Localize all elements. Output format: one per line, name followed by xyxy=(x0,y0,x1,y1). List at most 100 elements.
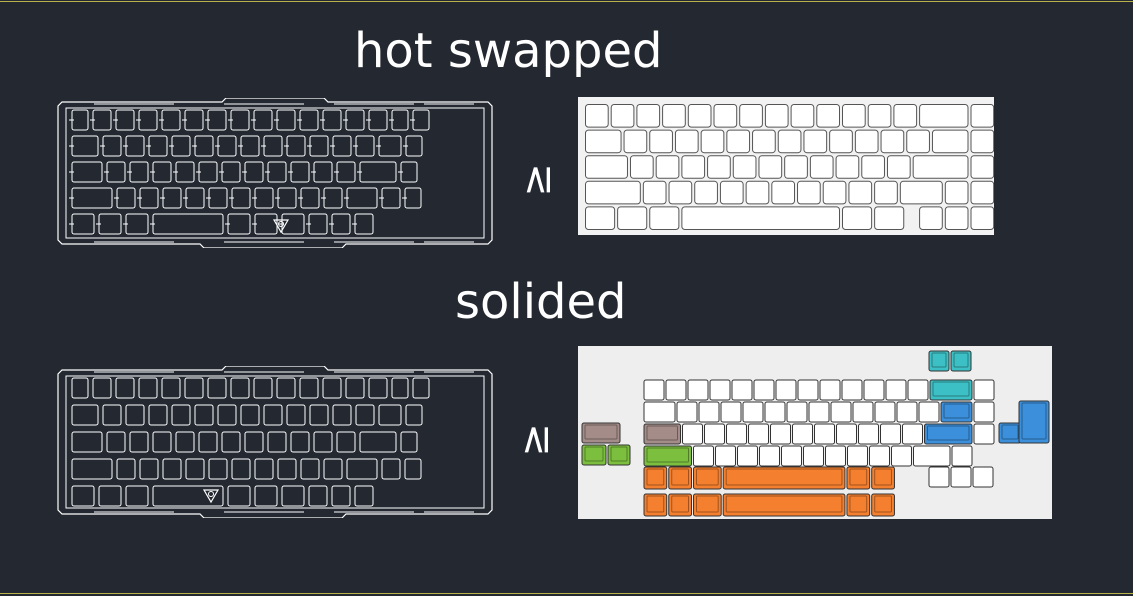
keycap xyxy=(896,401,918,423)
keycap xyxy=(880,423,901,445)
plate-key-cutout xyxy=(71,377,89,399)
plate-key-cutout xyxy=(267,161,287,183)
plate-outer-edge xyxy=(57,366,493,518)
plate-key-cutout xyxy=(102,135,122,157)
keycap-top xyxy=(646,495,665,513)
keycap-orange xyxy=(846,466,871,490)
keycap xyxy=(781,445,802,467)
keycap xyxy=(707,155,731,179)
keycap-top xyxy=(953,352,969,368)
plate-key-cutout xyxy=(221,431,241,453)
plate-key-cutout xyxy=(231,458,251,480)
keycap xyxy=(726,129,751,154)
plate-key-cutout xyxy=(276,377,296,399)
plate-key-cutout xyxy=(405,135,423,157)
plate-key-cutout xyxy=(71,404,99,426)
geq-symbol-top: ≥ xyxy=(513,163,560,197)
keycap xyxy=(902,423,923,445)
plate-key-cutout xyxy=(125,404,145,426)
keycap-top xyxy=(1021,402,1047,440)
keycap xyxy=(848,180,873,205)
keycap xyxy=(698,401,720,423)
keycap xyxy=(748,423,769,445)
plate-key-cutout xyxy=(198,161,218,183)
keycap xyxy=(874,206,905,231)
plate-key-cutout xyxy=(125,135,145,157)
keycap xyxy=(858,423,879,445)
plate-key-cutout xyxy=(152,161,172,183)
keycap xyxy=(700,129,725,154)
keycap xyxy=(770,423,791,445)
keycap xyxy=(816,104,841,128)
plate-key-cutout xyxy=(71,458,113,480)
keycap-top xyxy=(584,446,604,462)
keycap xyxy=(585,129,622,154)
keycap xyxy=(726,423,747,445)
plate-key-cutout xyxy=(253,377,273,399)
keycap xyxy=(842,206,873,231)
plate-key-cutout xyxy=(92,109,112,131)
keycap xyxy=(585,104,609,128)
plate-key-cutout xyxy=(171,135,191,157)
keycap xyxy=(797,180,821,205)
keycap xyxy=(886,155,911,179)
keycap xyxy=(752,129,776,154)
keycap-orange xyxy=(871,466,895,490)
keycap-orange xyxy=(643,466,668,490)
plate-key-cutout xyxy=(331,485,351,507)
plate-key-cutout xyxy=(217,135,237,157)
keycap xyxy=(719,180,744,205)
plate-key-cutout xyxy=(125,213,149,235)
plate-key-cutout xyxy=(230,109,250,131)
keycap-teal xyxy=(928,350,950,372)
plate-key-cutout xyxy=(404,187,422,209)
plate-key-cutout xyxy=(345,377,365,399)
keycap xyxy=(655,155,680,179)
keycap xyxy=(852,401,874,423)
plate-key-cutout xyxy=(139,458,159,480)
keycap-accent xyxy=(973,401,995,423)
geq-symbol-bottom: ≥ xyxy=(511,423,558,457)
keycap xyxy=(919,104,969,128)
plate-key-cutout xyxy=(346,458,378,480)
keycap xyxy=(629,155,654,179)
plate-key-cutout xyxy=(290,431,310,453)
keycap-top xyxy=(671,495,689,513)
keycap xyxy=(649,206,680,231)
hot-swap-keyboard-layout xyxy=(578,97,994,235)
keycap xyxy=(753,379,775,401)
plate-key-cutout xyxy=(309,135,329,157)
plate-key-cutout xyxy=(230,377,250,399)
keycap xyxy=(643,401,676,423)
plate-key-cutout xyxy=(139,187,159,209)
plate-key-cutout xyxy=(71,135,99,157)
keycap xyxy=(709,379,731,401)
keycap xyxy=(693,445,714,467)
plate-key-cutout xyxy=(308,485,328,507)
keycap-orange xyxy=(643,493,668,517)
plate-key-cutout xyxy=(244,431,264,453)
keycap-top xyxy=(646,468,665,486)
keycap-teal xyxy=(950,350,972,372)
keycap xyxy=(863,379,885,401)
keycap-accent xyxy=(643,423,681,445)
keycap xyxy=(829,129,853,154)
keycap xyxy=(792,423,813,445)
plate-outer-edge xyxy=(57,98,493,248)
keycap xyxy=(764,104,789,128)
plate-key-cutout xyxy=(277,458,297,480)
plate-key-cutout xyxy=(400,431,418,453)
keycap xyxy=(944,206,969,231)
plate-key-cutout xyxy=(267,431,287,453)
plate-key-cutout xyxy=(71,213,95,235)
plate-key-cutout xyxy=(71,109,89,131)
plate-key-cutout xyxy=(277,187,297,209)
keycap xyxy=(681,206,840,231)
keycap xyxy=(715,445,736,467)
keycap-orange xyxy=(693,493,722,517)
plate-key-cutout xyxy=(313,161,333,183)
plate-key-cutout xyxy=(313,431,333,453)
keycap xyxy=(874,401,896,423)
keycap xyxy=(906,129,930,154)
plate-key-cutout xyxy=(378,404,402,426)
